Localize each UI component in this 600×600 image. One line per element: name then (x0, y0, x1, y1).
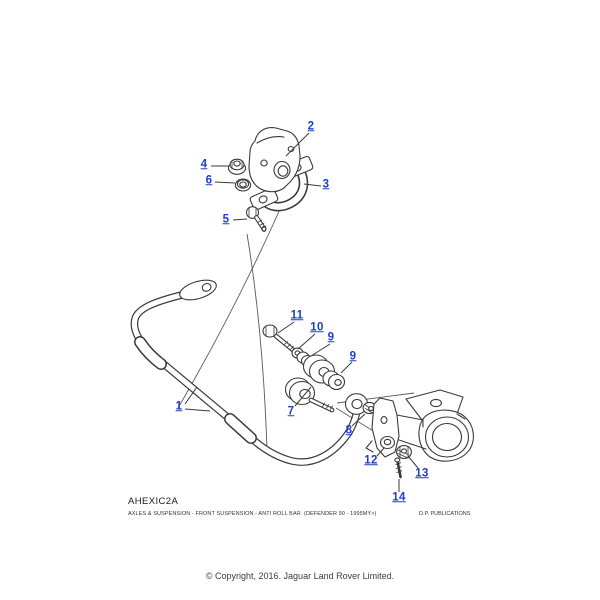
callout-9a[interactable]: 9 (327, 331, 335, 344)
callout-14[interactable]: 14 (392, 491, 406, 504)
callout-5[interactable]: 5 (222, 213, 230, 226)
callout-6[interactable]: 6 (205, 174, 213, 187)
part-link-bolt (262, 324, 296, 353)
part-bracket-nut (396, 445, 412, 459)
callout-9b[interactable]: 9 (349, 350, 357, 363)
part-bush-block (248, 127, 301, 193)
drawing-code: AHEXIC2A (128, 496, 179, 507)
link-assembly (262, 324, 346, 413)
diagram-caption: AXLES & SUSPENSION - FRONT SUSPENSION - … (128, 511, 377, 517)
clamp-assembly (227, 127, 314, 232)
callout-4[interactable]: 4 (200, 158, 208, 171)
callout-1[interactable]: 1 (175, 400, 183, 413)
part-lower-bush (322, 370, 346, 391)
callout-13[interactable]: 13 (415, 467, 429, 480)
part-nut (227, 158, 247, 175)
callout-10[interactable]: 10 (310, 321, 324, 334)
strap-bottom-tab (249, 187, 279, 211)
callout-11[interactable]: 11 (290, 309, 304, 322)
part-screw (394, 457, 403, 479)
callout-12[interactable]: 12 (364, 454, 378, 467)
part-anti-roll-bar (130, 279, 361, 466)
publisher-credit: D.P. PUBLICATIONS (419, 511, 471, 517)
callout-7[interactable]: 7 (287, 405, 295, 418)
part-link (284, 354, 346, 413)
callout-3[interactable]: 3 (322, 178, 330, 191)
leader-lines (184, 132, 419, 492)
axle-bracket-assembly (365, 389, 474, 479)
bar-end-paddle (179, 279, 217, 301)
part-bracket-washer (379, 435, 396, 450)
bar-end-eye (344, 393, 377, 415)
part-washer (234, 178, 252, 192)
copyright-notice: © Copyright, 2016. Jaguar Land Rover Lim… (205, 571, 395, 581)
callout-8[interactable]: 8 (345, 424, 353, 437)
callout-2[interactable]: 2 (307, 120, 315, 133)
part-clamp-bolt (245, 206, 267, 232)
